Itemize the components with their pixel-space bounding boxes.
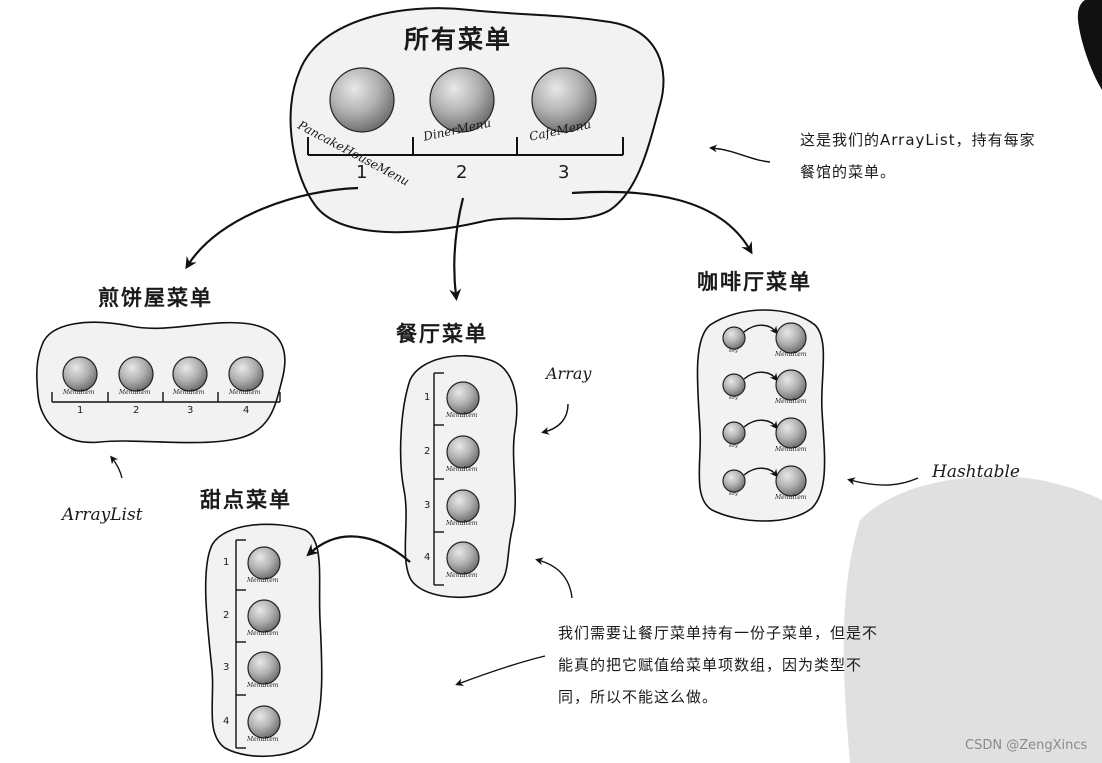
pancake-menu-item-label: MenuItem xyxy=(173,389,205,396)
dessert-menu-item-ball xyxy=(247,546,281,580)
cafe-mapping-arrow xyxy=(743,371,778,382)
cafe-key-ball xyxy=(722,421,746,445)
cafe-menu-item-label: MenuItem xyxy=(775,494,807,501)
pointer-array xyxy=(541,403,569,435)
diner-menu-item-ball xyxy=(446,435,480,469)
arraylist-top-note-line-1: 这是我们的ArrayList，持有每家 xyxy=(800,131,1036,149)
dessert-menu-item-ball xyxy=(247,705,281,739)
diner-menu-item-label: MenuItem xyxy=(446,412,478,419)
pointer-arraylist-top xyxy=(709,144,771,163)
dessert-menu-item-ball xyxy=(247,651,281,685)
dessert-menu-blob xyxy=(204,523,323,758)
cafe-menu-item-ball xyxy=(775,417,807,449)
dessert-note-line-1: 我们需要让餐厅菜单持有一份子菜单，但是不 xyxy=(558,624,879,642)
diner-menu-item-ball xyxy=(446,541,480,575)
dessert-menu-item-ball xyxy=(247,599,281,633)
all-menus-item-index: 1 xyxy=(356,162,368,183)
diner-menu-item-ball xyxy=(446,489,480,523)
cafe-menu-item-label: MenuItem xyxy=(775,446,807,453)
pointer-dessert-note-left xyxy=(455,655,546,686)
all-menus-item-ball xyxy=(329,67,395,133)
diner-menu-item-label: MenuItem xyxy=(446,466,478,473)
pancake-menu-item-ball xyxy=(62,356,98,392)
dessert-menu-item-label: MenuItem xyxy=(247,736,279,743)
dessert-menu-item-label: MenuItem xyxy=(247,630,279,637)
dessert-menu-item-label: MenuItem xyxy=(247,682,279,689)
cafe-mapping-arrow xyxy=(743,324,778,335)
cafe-menu-item-label: MenuItem xyxy=(775,351,807,358)
diner-menu-blob xyxy=(399,354,518,598)
cafe-key-ball xyxy=(722,326,746,350)
cafe-menu-title: 咖啡厅菜单 xyxy=(697,270,812,294)
dessert-menu-item-index: 3 xyxy=(223,662,230,673)
pancake-menu-item-index: 4 xyxy=(243,405,250,416)
arrow-diner-to-dessert xyxy=(306,535,411,563)
diner-menu-item-index: 4 xyxy=(424,552,431,563)
pancake-menu-item-ball xyxy=(118,356,154,392)
diner-menu-item-index: 2 xyxy=(424,446,431,457)
diner-menu-item-ball xyxy=(446,381,480,415)
cafe-key-ball xyxy=(722,373,746,397)
dessert-note-line-3: 同，所以不能这么做。 xyxy=(558,688,719,706)
dessert-menu-item-index: 4 xyxy=(223,716,230,727)
pancake-menu-title: 煎饼屋菜单 xyxy=(98,286,213,310)
arraylist-top-note-line-2: 餐馆的菜单。 xyxy=(800,163,897,181)
pancake-menu-item-index: 3 xyxy=(187,405,194,416)
pancake-menu-item-index: 1 xyxy=(77,405,84,416)
diner-menu-title: 餐厅菜单 xyxy=(396,322,488,346)
pancake-menu-item-ball xyxy=(228,356,264,392)
arraylist-label: ArrayList xyxy=(62,505,143,525)
pointer-arraylist xyxy=(110,455,123,479)
background-black-decoration xyxy=(1077,0,1102,90)
arrow-to-diner xyxy=(449,197,465,301)
diner-menu-item-index: 1 xyxy=(424,392,431,403)
dessert-menu-title: 甜点菜单 xyxy=(200,488,292,512)
diner-menu-item-index: 3 xyxy=(424,500,431,511)
dessert-menu-item-index: 1 xyxy=(223,557,230,568)
cafe-key-label: key xyxy=(729,443,738,449)
cafe-menu-item-label: MenuItem xyxy=(775,398,807,405)
all-menus-item-index: 3 xyxy=(558,162,570,183)
array-label: Array xyxy=(546,364,592,383)
cafe-key-label: key xyxy=(729,491,738,497)
watermark: CSDN @ZengXincs xyxy=(965,738,1088,753)
cafe-menu-item-ball xyxy=(775,465,807,497)
dessert-menu-item-index: 2 xyxy=(223,610,230,621)
cafe-mapping-arrow xyxy=(743,419,778,430)
all-menus-item-ball xyxy=(429,67,495,133)
hashtable-label: Hashtable xyxy=(932,462,1020,482)
all-menus-item-ball xyxy=(531,67,597,133)
dessert-menu-item-label: MenuItem xyxy=(247,577,279,584)
pancake-menu-item-ball xyxy=(172,356,208,392)
cafe-menu-item-ball xyxy=(775,322,807,354)
pancake-menu-item-label: MenuItem xyxy=(119,389,151,396)
pancake-menu-item-label: MenuItem xyxy=(229,389,261,396)
cafe-key-label: key xyxy=(729,348,738,354)
all-menus-item-index: 2 xyxy=(456,162,468,183)
dessert-note-line-2: 能真的把它赋值给菜单项数组，因为类型不 xyxy=(558,656,863,674)
diner-menu-item-label: MenuItem xyxy=(446,520,478,527)
all-menus-title: 所有菜单 xyxy=(404,25,513,54)
pancake-menu-blob xyxy=(36,321,286,444)
pancake-menu-item-label: MenuItem xyxy=(63,389,95,396)
pointer-dessert-note-up xyxy=(535,557,573,599)
cafe-mapping-arrow xyxy=(743,467,778,478)
cafe-key-label: key xyxy=(729,395,738,401)
arrow-to-cafe xyxy=(571,190,753,255)
arrow-to-pancake xyxy=(185,186,359,270)
pancake-menu-item-index: 2 xyxy=(133,405,140,416)
cafe-key-ball xyxy=(722,469,746,493)
background-gray-decoration xyxy=(843,476,1102,763)
cafe-menu-item-ball xyxy=(775,369,807,401)
diner-menu-item-label: MenuItem xyxy=(446,572,478,579)
pointer-hashtable xyxy=(847,477,919,486)
